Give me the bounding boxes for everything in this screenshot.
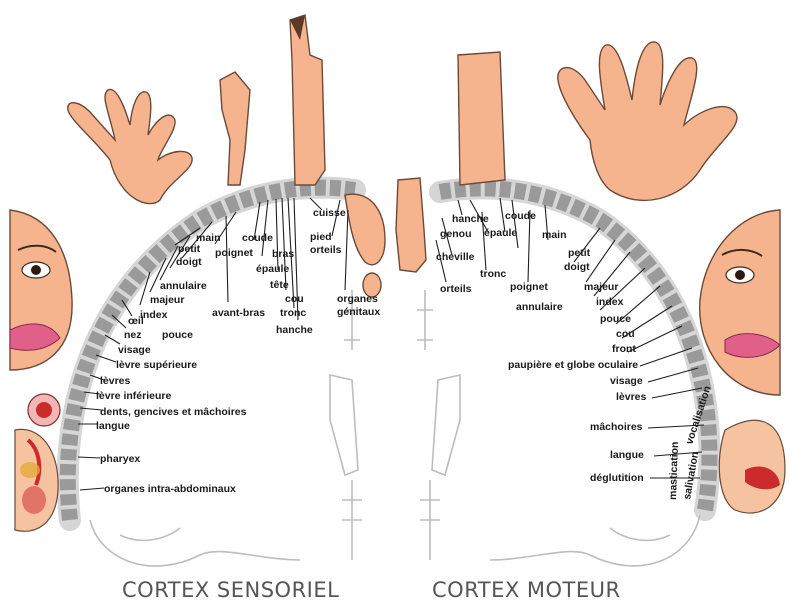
sensory-label-cou: cou [285,293,304,305]
sensory-face-image [10,210,72,370]
motor-label-visage: visage [610,375,643,387]
sensory-label-cuisse: cuisse [313,207,346,219]
sensory-label-epaule: épaule [256,263,289,275]
sensory-label-nez: nez [124,329,142,341]
sensory-label-visage: visage [118,344,151,356]
sensory-label-oeil: œil [128,315,144,327]
sensory-label-levre-superieure: lèvre supérieure [116,359,197,371]
motor-hand-image [558,42,737,200]
motor-label-majeur: majeur [584,281,618,293]
motor-label-pouce: pouce [600,313,631,325]
motor-label-cheville: cheville [436,251,475,263]
sensory-labels: main coude bras cuisse petit doigt poign… [96,207,380,495]
motor-torso-image [458,52,505,185]
sensory-label-avant-bras: avant-bras [212,307,265,319]
sensory-label-pouce: pouce [162,329,193,341]
motor-label-poignet: poignet [510,281,548,293]
motor-label-machoires: mâchoires [590,421,643,433]
motor-label-index: index [596,296,624,308]
sensory-label-pharyex: pharyex [100,453,140,465]
sensory-label-dents: dents, gencives et mâchoires [100,406,247,418]
motor-label-hanche: hanche [452,213,489,225]
sensory-label-annulaire: annulaire [160,280,207,292]
caption-cortex-sensoriel: CORTEX SENSORIEL [122,578,339,602]
sensory-hand-image [68,89,192,203]
sensory-foot-image [345,194,385,265]
motor-face-image [700,210,780,395]
sensory-arm-image [220,72,250,185]
caption-cortex-moteur: CORTEX MOTEUR [432,578,621,602]
motor-label-coude: coude [505,210,536,222]
sensory-label-tronc: tronc [280,307,306,319]
sensory-label-doigt: doigt [176,256,202,268]
motor-label-orteils: orteils [440,283,472,295]
motor-label-deglutition: déglutition [590,472,644,484]
motor-leg-image [396,178,426,272]
motor-leader-lines [436,198,704,478]
sensory-label-pied: pied [310,231,332,243]
sensory-label-majeur: majeur [150,294,184,306]
sensory-label-langue: langue [96,420,130,432]
sensory-torso-image [290,15,325,185]
sensory-label-orteils: orteils [310,244,342,256]
motor-label-doigt: doigt [564,261,590,273]
sensory-label-index: index [140,309,168,321]
motor-label-epaule: épaule [484,227,517,239]
motor-label-front: front [612,343,636,355]
sensory-label-genitaux: génitaux [337,306,380,318]
sensory-label-organes-intra-abdominaux: organes intra-abdominaux [104,483,236,495]
sensory-label-coude: coude [242,232,273,244]
motor-label-langue: langue [610,449,644,461]
sensory-label-poignet: poignet [215,247,253,259]
motor-label-paupiere: paupière et globe oculaire [508,359,638,371]
sensory-label-hanche: hanche [276,324,313,336]
sensory-label-tete: tête [270,279,289,291]
motor-label-main: main [542,229,567,241]
sensory-label-petit: petit [178,243,201,255]
motor-label-cou: cou [616,328,635,340]
sensory-label-bras: bras [272,248,294,260]
motor-label-mastication: mastication [667,441,681,500]
motor-label-tronc: tronc [480,268,506,280]
sensory-organs-image [15,394,60,531]
sensory-label-levre-inferieure: lèvre inférieure [96,390,171,402]
motor-label-levres: lèvres [616,391,647,403]
sensory-label-organes: organes [337,293,378,305]
sensory-label-levres: lèvres [100,375,131,387]
motor-label-annulaire: annulaire [516,301,563,313]
motor-label-genou: genou [440,228,472,240]
motor-mouth-image [719,420,785,513]
motor-label-petit: petit [568,247,591,259]
